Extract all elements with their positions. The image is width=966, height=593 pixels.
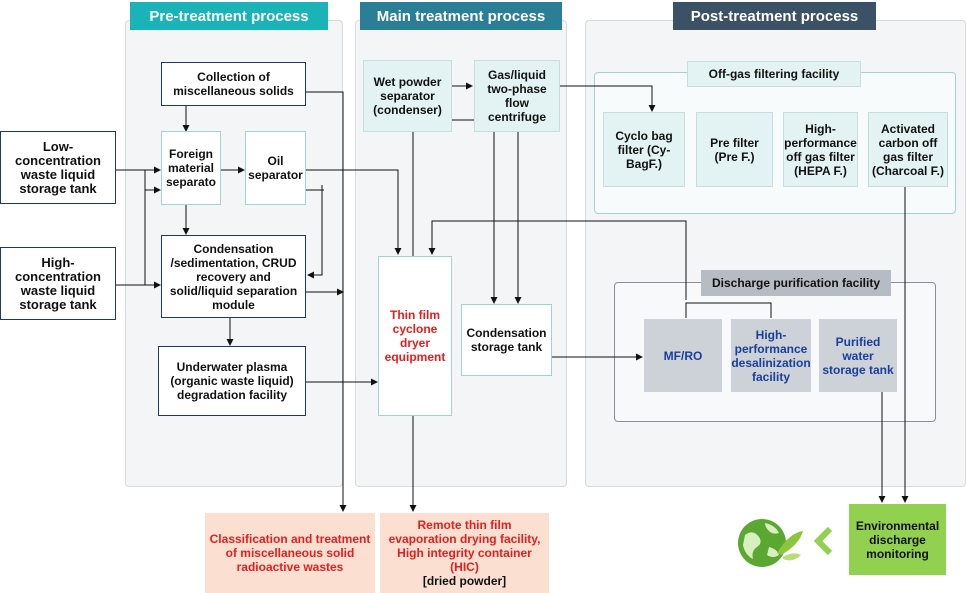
chevron-left-icon bbox=[812, 526, 834, 556]
condensation-module-box: Condensation /sedimentation, CRUD recove… bbox=[161, 235, 306, 318]
offgas-facility-title: Off-gas filtering facility bbox=[687, 61, 861, 87]
post-treatment-title: Post-treatment process bbox=[673, 2, 876, 30]
centrifuge-box: Gas/liquid two-phase flow centrifuge bbox=[474, 60, 560, 132]
earth-leaf-icon bbox=[735, 513, 805, 573]
environmental-monitoring-box: Environmental discharge monitoring bbox=[849, 504, 946, 575]
plasma-facility-box: Underwater plasma (organic waste liquid)… bbox=[158, 346, 306, 416]
mfro-box: MF/RO bbox=[644, 319, 722, 392]
purified-water-tank-box: Purified water storage tank bbox=[819, 319, 897, 392]
charcoal-filter-box: Activated carbon off gas filter (Charcoa… bbox=[868, 112, 948, 187]
desalinization-box: High-performance desalinization facility bbox=[731, 319, 811, 392]
oil-separator-box: Oil separator bbox=[245, 131, 306, 205]
hepa-filter-box: High-performance off gas filter (HEPA F.… bbox=[783, 112, 858, 187]
foreign-separator-box: Foreign material separato bbox=[161, 131, 221, 205]
remote-output-box: Remote thin film evaporation drying faci… bbox=[380, 513, 549, 593]
low-concentration-tank: Low-concentration waste liquid storage t… bbox=[0, 131, 116, 204]
dried-powder-label: [dried powder] bbox=[422, 574, 507, 588]
pre-filter-box: Pre filter (Pre F.) bbox=[696, 112, 773, 187]
high-concentration-tank: High-concentration waste liquid storage … bbox=[0, 247, 116, 320]
classification-output-box: Classification and treatment of miscella… bbox=[205, 513, 375, 593]
main-treatment-title: Main treatment process bbox=[360, 2, 562, 30]
cyclone-dryer-box: Thin film cyclone dryer equipment bbox=[378, 256, 452, 416]
discharge-facility-title: Discharge purification facility bbox=[701, 270, 891, 296]
remote-output-text: Remote thin film evaporation drying faci… bbox=[388, 518, 541, 574]
condensation-storage-tank: Condensation storage tank bbox=[461, 304, 552, 376]
wet-powder-separator-box: Wet powder separator (condenser) bbox=[363, 60, 452, 132]
collection-box: Collection of miscellaneous solids bbox=[161, 62, 306, 106]
cyclo-bag-filter-box: Cyclo bag filter (Cy-BagF.) bbox=[603, 112, 685, 187]
pre-treatment-title: Pre-treatment process bbox=[130, 2, 328, 30]
